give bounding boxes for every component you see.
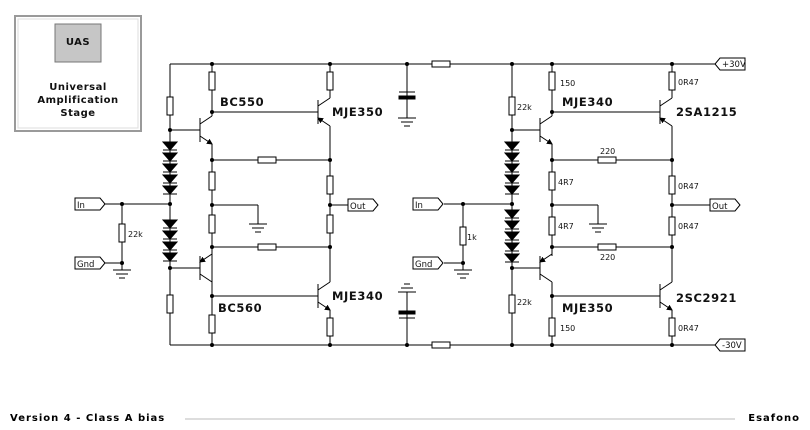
label-r-150-bot: 150 — [560, 324, 575, 333]
label-r-bias-bot: 22k — [517, 298, 532, 307]
label-r-in-right: 1k — [467, 233, 477, 242]
label-r-0r47-b: 0R47 — [678, 182, 699, 191]
port-in-left: In — [77, 201, 85, 211]
port-out-right: Out — [712, 202, 728, 212]
port-gnd-left: Gnd — [77, 260, 94, 270]
label-2sa1215: 2SA1215 — [676, 105, 737, 119]
footer-author: Esafono — [748, 413, 800, 424]
port-tags — [74, 57, 746, 352]
label-r-220-bot: 220 — [600, 253, 615, 262]
logo-line1: Universal — [49, 82, 107, 93]
port-in-right: In — [415, 201, 423, 211]
port-vpos: +30V — [722, 60, 746, 70]
logo-line2: Amplification — [37, 95, 118, 106]
label-mje340-right: MJE340 — [562, 95, 613, 109]
logo-line3: Stage — [60, 108, 95, 119]
label-bc560: BC560 — [218, 301, 262, 315]
uas-logo: UAS Universal Amplification Stage — [14, 15, 142, 132]
footer: Version 4 - Class A bias Esafono — [10, 413, 800, 424]
label-mje350-right: MJE350 — [562, 301, 613, 315]
label-r-bias-top: 22k — [517, 103, 532, 112]
label-r-in-left: 22k — [128, 230, 143, 239]
label-r-150-top: 150 — [560, 79, 575, 88]
label-r-0r47-c: 0R47 — [678, 222, 699, 231]
label-r-0r47-d: 0R47 — [678, 324, 699, 333]
label-r-220-top: 220 — [600, 147, 615, 156]
label-r-4r7-bot: 4R7 — [558, 222, 574, 231]
label-r-0r47-a: 0R47 — [678, 78, 699, 87]
label-r-4r7-top: 4R7 — [558, 178, 574, 187]
junction-dots — [120, 62, 674, 347]
port-vneg: -30V — [722, 341, 742, 351]
label-mje340-left: MJE340 — [332, 289, 383, 303]
port-gnd-right: Gnd — [415, 260, 432, 270]
label-bc550: BC550 — [220, 95, 264, 109]
label-mje350-left: MJE350 — [332, 105, 383, 119]
port-out-left: Out — [350, 202, 366, 212]
logo-badge: UAS — [66, 37, 90, 48]
label-2sc2921: 2SC2921 — [676, 291, 737, 305]
footer-version: Version 4 - Class A bias — [10, 413, 165, 424]
